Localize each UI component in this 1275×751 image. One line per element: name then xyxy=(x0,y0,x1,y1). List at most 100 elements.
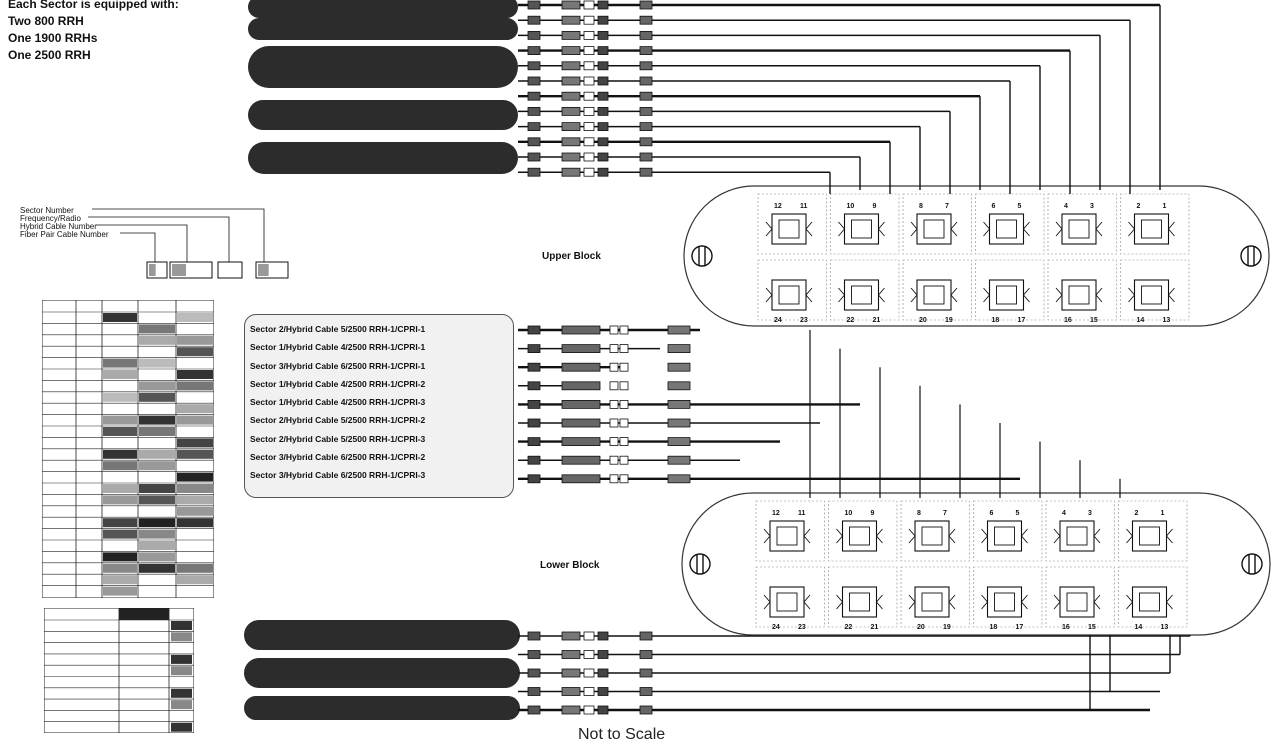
port-insert xyxy=(1139,592,1160,612)
table-cell-shade xyxy=(171,621,192,630)
cable-connector xyxy=(561,399,601,409)
port-number: 3 xyxy=(1088,510,1092,517)
cable-connector xyxy=(583,76,595,86)
cable-connector xyxy=(609,474,619,484)
cable-label-pill xyxy=(244,620,520,650)
port-number: 18 xyxy=(992,317,1000,324)
port-number: 3 xyxy=(1090,203,1094,210)
cable-connector xyxy=(561,687,581,696)
table-cell-shade xyxy=(177,518,213,528)
port-insert xyxy=(921,526,943,546)
table-cell-shade xyxy=(171,654,192,664)
cable-connector xyxy=(597,122,609,131)
cable-connector xyxy=(583,631,595,641)
cable-row xyxy=(518,152,860,162)
table-cell-shade xyxy=(139,541,175,550)
cable-label-pill xyxy=(248,0,518,18)
port-number: 12 xyxy=(774,203,782,210)
cable-row xyxy=(518,455,740,465)
port-number: 12 xyxy=(772,510,780,517)
table-cell-shade xyxy=(103,586,137,596)
table-cell-shade xyxy=(177,438,213,448)
cable-connector xyxy=(667,325,691,335)
port-insert xyxy=(849,592,870,612)
cable-label-pill xyxy=(248,46,518,88)
note-line: One 1900 RRHs xyxy=(8,31,98,45)
port-number: 8 xyxy=(917,510,921,517)
cable-row xyxy=(518,167,830,177)
cable-connector xyxy=(561,344,601,354)
cable-row xyxy=(518,46,1070,55)
table-cell-shade xyxy=(103,381,137,391)
cable-connector xyxy=(609,325,619,335)
middle-cable-list: Sector 2/Hybrid Cable 5/2500 RRH-1/CPRI-… xyxy=(250,320,508,485)
cable-connector xyxy=(639,122,653,131)
cable-connector xyxy=(619,344,629,354)
key-leader-line xyxy=(120,232,156,262)
cable-row xyxy=(518,61,1040,71)
table-cell-shade xyxy=(177,586,213,596)
port-latch xyxy=(765,287,813,303)
port-insert xyxy=(996,219,1017,239)
cable-connector xyxy=(527,107,541,116)
table-cell-shade xyxy=(103,541,137,550)
table-cell-shade xyxy=(103,506,137,516)
table-cell-shade xyxy=(139,461,175,471)
port-latch xyxy=(981,528,1028,544)
port-latch xyxy=(908,594,956,610)
cable-connector xyxy=(527,61,541,71)
port-number: 19 xyxy=(945,317,953,324)
port-latch xyxy=(1053,594,1101,610)
cable-connector xyxy=(639,15,653,25)
cable-connector xyxy=(597,137,609,147)
port-number: 17 xyxy=(1016,624,1024,631)
port-insert xyxy=(1068,219,1090,239)
port-number: 6 xyxy=(992,203,996,210)
cable-connector xyxy=(527,399,541,409)
cable-connector xyxy=(619,381,629,391)
cable-connector xyxy=(619,325,629,335)
cable-connector xyxy=(583,705,595,715)
cable-connector xyxy=(561,325,601,335)
cable-connector xyxy=(583,687,595,696)
cable-connector xyxy=(561,122,581,131)
table-cell-shade xyxy=(103,575,137,585)
port-insert xyxy=(1066,526,1088,546)
cable-connector xyxy=(667,474,691,484)
cable-connector xyxy=(527,91,541,101)
cable-connector xyxy=(561,381,601,391)
table-cell-shade xyxy=(171,700,192,710)
cable-connector xyxy=(527,167,541,177)
cable-label: Sector 3/Hybrid Cable 6/2500 RRH-1/CPRI-… xyxy=(250,470,426,481)
port-insert xyxy=(1141,285,1162,305)
port-number: 7 xyxy=(945,203,949,210)
table-cell-shade xyxy=(139,324,175,334)
port-latch xyxy=(763,528,811,544)
cable-connector xyxy=(583,30,595,40)
cable-connector xyxy=(639,668,653,678)
cable-connector xyxy=(527,650,541,659)
key-hybrid-cable-label: Hybrid Cable Number xyxy=(20,222,97,231)
cable-connector xyxy=(667,362,691,372)
cable-connector xyxy=(583,46,595,55)
cable-connector xyxy=(583,137,595,147)
cable-connector xyxy=(527,668,541,678)
cable-connector xyxy=(597,650,609,659)
port-number: 24 xyxy=(772,624,780,631)
mounting-screw-icon xyxy=(691,245,713,267)
table-cell-shade xyxy=(103,529,137,539)
cable-row xyxy=(518,381,691,391)
cable-connector xyxy=(527,46,541,55)
port-housing xyxy=(771,279,807,311)
table-cell-shade xyxy=(103,415,137,425)
key-diagram xyxy=(88,208,289,279)
cable-connector xyxy=(561,0,581,10)
table-cell-shade xyxy=(139,404,175,414)
cable-connector xyxy=(639,30,653,40)
table-cell-shade xyxy=(139,427,175,436)
port-latch xyxy=(1055,287,1103,303)
cable-connector xyxy=(639,107,653,116)
cable-connector xyxy=(527,705,541,715)
